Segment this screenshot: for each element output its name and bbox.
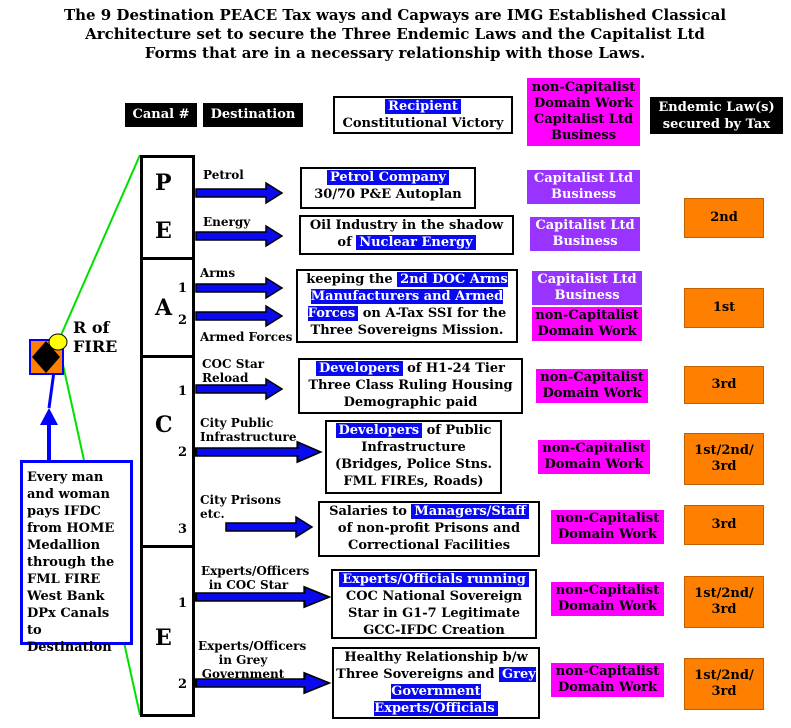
arrow-arms <box>195 277 283 299</box>
recipient-energy: Oil Industry in the shadow of Nuclear En… <box>299 215 514 255</box>
dest-city-prisons: City Prisons etc. <box>200 493 281 521</box>
recipient-petrol-hl: Petrol Company <box>327 170 449 185</box>
recipient-experts-grey-pre: Healthy Relationship b/w Three Sovereign… <box>336 650 528 682</box>
dest-coc-star: COC Star Reload <box>202 357 265 385</box>
left-note-box: Every man and woman pays IFDC from HOME … <box>20 460 133 655</box>
recipient-energy-text: Oil Industry in the shadow of <box>309 218 504 250</box>
pillar-sep-2 <box>140 355 195 358</box>
dest-experts-coc: Experts/Officers in COC Star <box>201 564 310 592</box>
header-domain: non-Capitalist Domain Work Capitalist Lt… <box>527 78 640 146</box>
domain-armed-forces: non-Capitalist Domain Work <box>532 307 642 341</box>
dest-arms: Arms <box>200 266 236 280</box>
arrow-city-infra <box>194 440 322 464</box>
arrow-armed-forces <box>195 305 283 327</box>
domain-city-prisons: non-Capitalist Domain Work <box>551 510 664 544</box>
law-coc-star: 3rd <box>684 366 764 404</box>
domain-coc-star: non-Capitalist Domain Work <box>536 369 648 403</box>
recipient-experts-coc-text: COC National Sovereign Star in G1-7 Legi… <box>345 589 523 638</box>
row-num-a2: 2 <box>178 313 188 328</box>
arrow-experts-grey <box>194 671 331 695</box>
row-num-c1: 1 <box>178 384 188 399</box>
header-destination: Destination <box>203 103 303 127</box>
blue-arrow-up <box>40 408 58 425</box>
domain-energy: Capitalist Ltd Business <box>530 217 640 251</box>
arrow-energy <box>195 225 283 247</box>
letter-c: C <box>155 412 173 438</box>
law-experts-coc: 1st/2nd/ 3rd <box>684 576 764 628</box>
arrow-coc-star <box>195 378 283 400</box>
recipient-coc-star: Developers of H1-24 Tier Three Class Rul… <box>298 358 523 414</box>
recipient-petrol: Petrol Company 30/70 P&E Autoplan <box>300 167 476 209</box>
recipient-city-prisons-text: of non-profit Prisons and Correctional F… <box>337 521 521 553</box>
letter-a: A <box>155 295 173 321</box>
dest-experts-grey: Experts/Officers in Grey Government <box>198 639 307 681</box>
r-of-fire-label: R of FIRE <box>73 318 118 356</box>
diagram-title: The 9 Destination PEACE Tax ways and Cap… <box>63 6 727 62</box>
yellow-dot <box>48 333 68 351</box>
row-num-a1: 1 <box>178 281 188 296</box>
recipient-arms: keeping the 2nd DOC Arms Manufacturers a… <box>296 269 518 343</box>
law-experts-grey: 1st/2nd/ 3rd <box>684 658 764 710</box>
recipient-city-infra-hl: Developers <box>335 423 423 438</box>
recipient-arms-post: on A-Tax SSI for the Three Sovereigns Mi… <box>310 306 507 338</box>
recipient-energy-hl: Nuclear Energy <box>356 235 476 250</box>
letter-p: P <box>155 170 172 196</box>
recipient-arms-pre: keeping the <box>306 272 393 287</box>
pillar-sep-3 <box>140 545 195 548</box>
recipient-petrol-text: 30/70 P&E Autoplan <box>314 187 462 202</box>
law-arms: 1st <box>684 288 764 328</box>
header-canal: Canal # <box>125 103 197 127</box>
law-city-prisons: 3rd <box>684 505 764 545</box>
header-recipient: Recipient Constitutional Victory <box>333 96 513 134</box>
green-line-top <box>57 154 141 343</box>
row-num-e1: 1 <box>178 596 188 611</box>
domain-experts-grey: non-Capitalist Domain Work <box>551 663 664 697</box>
law-energy: 2nd <box>684 198 764 238</box>
peace-pillar <box>140 155 195 717</box>
header-recipient-hl: Recipient <box>385 99 461 114</box>
letter-e2: E <box>155 625 172 651</box>
recipient-city-infra: Developers of Public Infrastructure (Bri… <box>325 420 502 494</box>
arrow-petrol <box>195 182 283 204</box>
row-num-c3: 3 <box>178 522 188 537</box>
header-recipient-text: Constitutional Victory <box>342 116 504 131</box>
row-num-e2: 2 <box>178 677 188 692</box>
recipient-coc-star-hl: Developers <box>316 361 403 376</box>
header-endemic: Endemic Law(s) secured by Tax <box>650 97 783 134</box>
dest-armed-forces: Armed Forces <box>200 330 293 344</box>
domain-petrol: Capitalist Ltd Business <box>527 170 640 204</box>
arrow-city-prisons <box>225 516 313 538</box>
recipient-city-prisons-hl: Managers/Staff <box>411 504 529 519</box>
recipient-city-prisons: Salaries to Managers/Staff of non-profit… <box>318 501 540 557</box>
law-city-infra: 1st/2nd/ 3rd <box>684 433 764 485</box>
arrow-experts-coc <box>194 585 331 609</box>
recipient-city-prisons-pre: Salaries to <box>329 504 407 519</box>
dest-city-infra: City Public Infrastructure <box>200 416 297 444</box>
recipient-experts-coc: Experts/Officials running COC National S… <box>331 569 537 639</box>
recipient-coc-star-text: of H1-24 Tier Three Class Ruling Housing… <box>308 361 513 410</box>
recipient-city-infra-text: of Public Infrastructure (Bridges, Polic… <box>334 423 493 489</box>
domain-arms: Capitalist Ltd Business <box>532 271 642 305</box>
recipient-experts-grey: Healthy Relationship b/w Three Sovereign… <box>332 647 540 719</box>
dest-energy: Energy <box>203 215 251 229</box>
domain-city-infra: non-Capitalist Domain Work <box>538 440 650 474</box>
letter-e1: E <box>155 218 172 244</box>
row-num-c2: 2 <box>178 445 188 460</box>
recipient-experts-coc-hl: Experts/Officials running <box>339 572 529 587</box>
dest-petrol: Petrol <box>203 168 244 182</box>
pillar-sep-1 <box>140 257 195 260</box>
domain-experts-coc: non-Capitalist Domain Work <box>551 582 664 616</box>
